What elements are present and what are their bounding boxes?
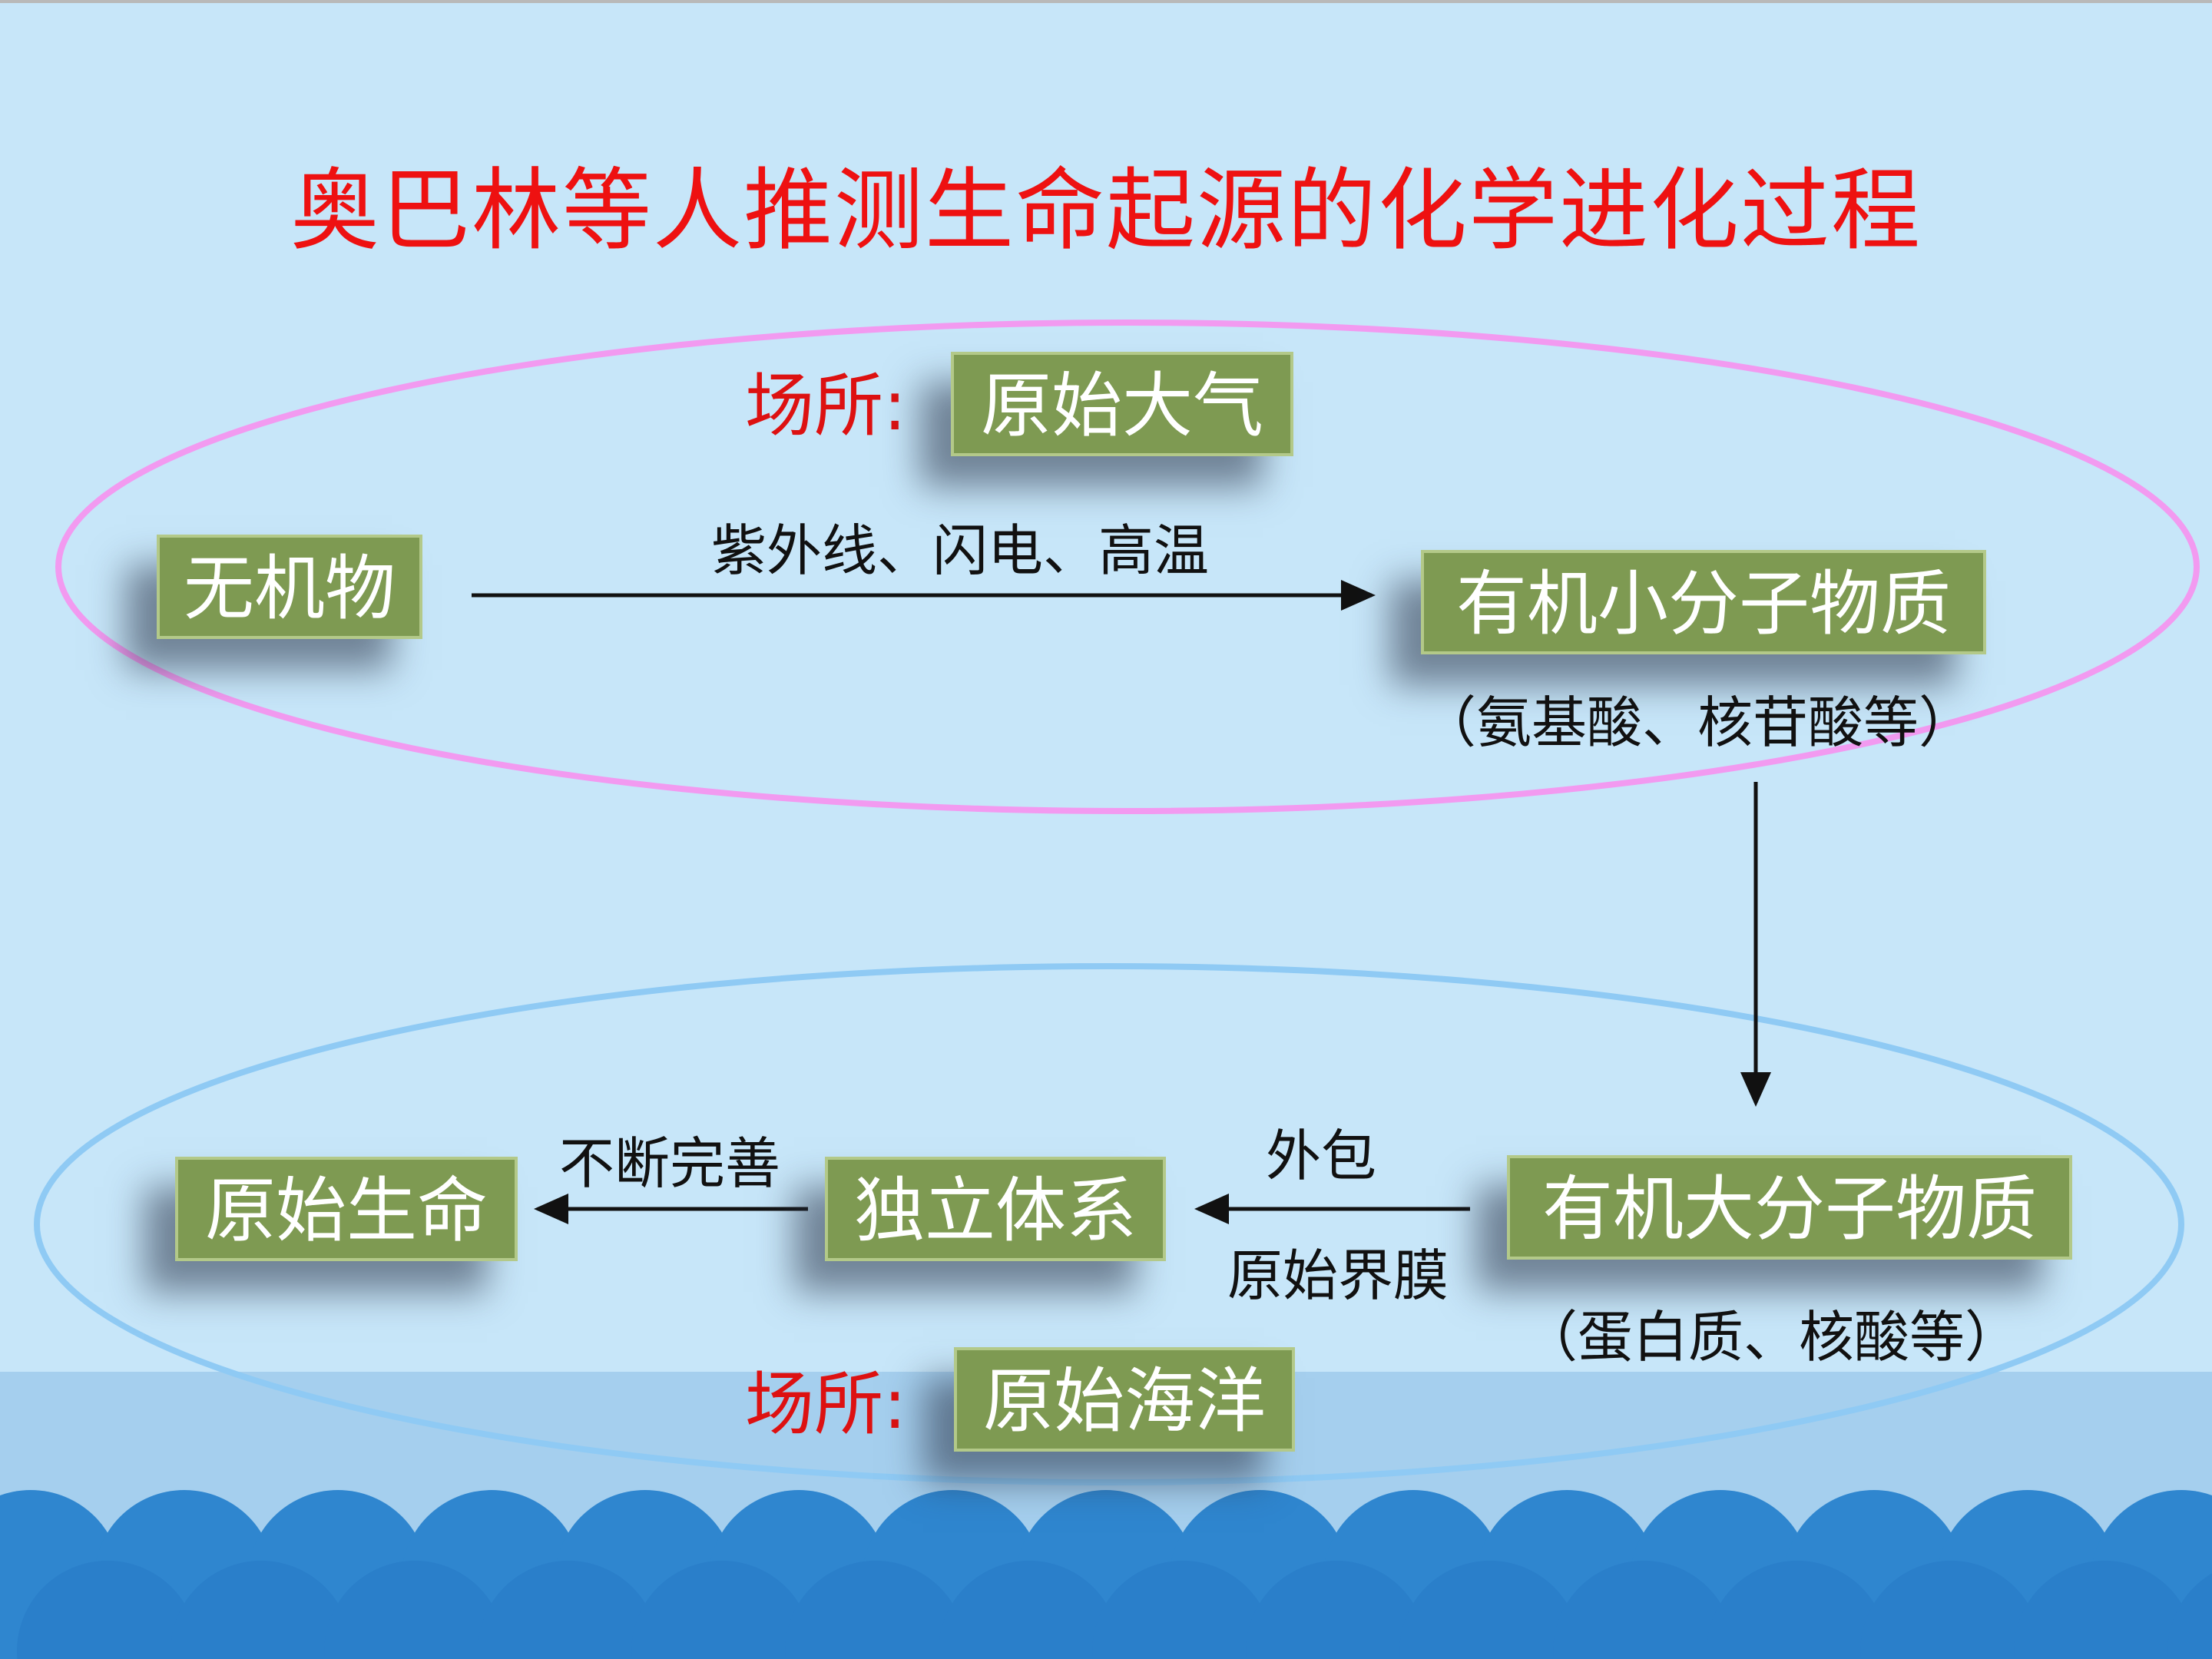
improve-label: 不断完善 [559,1131,781,1196]
wrap-label: 外包 [1266,1124,1377,1188]
wave-scallop-front [324,1561,505,1659]
wave-scallop-front [171,1561,352,1659]
wave-scallop-front [939,1561,1120,1659]
upper-place-label: 场所: [745,366,907,446]
wave-scallop-front [1553,1561,1734,1659]
upper-process-ellipse [55,320,2200,814]
wave-scallop-front [1707,1561,1888,1659]
wave-scallop-front [2167,1573,2212,1659]
primitive-membrane-label: 原始界膜 [1227,1243,1449,1308]
top-border [0,0,2212,3]
wave-scallop-front [2014,1561,2195,1659]
box-primitive-ocean: 原始海洋 [954,1347,1295,1452]
box-inorganic-matter: 无机物 [157,535,422,639]
lower-place-label: 场所: [745,1364,907,1445]
wave-scallop-front [1246,1561,1427,1659]
macromolecules-note: （蛋白质、核酸等） [1522,1305,2021,1369]
condition-label: 紫外线、闪电、高温 [711,518,1210,583]
small-molecules-note: （氨基酸、核苷酸等） [1421,690,1975,755]
wave-scallop-front [478,1561,659,1659]
slide-title: 奥巴林等人推测生命起源的化学进化过程 [290,159,1922,263]
box-small-organic-molecules: 有机小分子物质 [1421,550,1986,654]
wave-scallop-front [785,1561,966,1659]
wave-scallop-front [1399,1561,1581,1659]
wave-scallop-front [1092,1561,1273,1659]
box-organic-macromolecules: 有机大分子物质 [1507,1155,2072,1260]
wave-scallop-front [17,1561,198,1659]
wave-scallop-front [1860,1561,2041,1659]
wave-scallop-front [631,1561,813,1659]
box-primitive-atmosphere: 原始大气 [951,352,1293,456]
lower-process-ellipse [34,963,2184,1485]
wave-row-front [17,1561,2212,1659]
box-independent-system: 独立体系 [825,1157,1166,1261]
box-primitive-life: 原始生命 [175,1157,518,1261]
